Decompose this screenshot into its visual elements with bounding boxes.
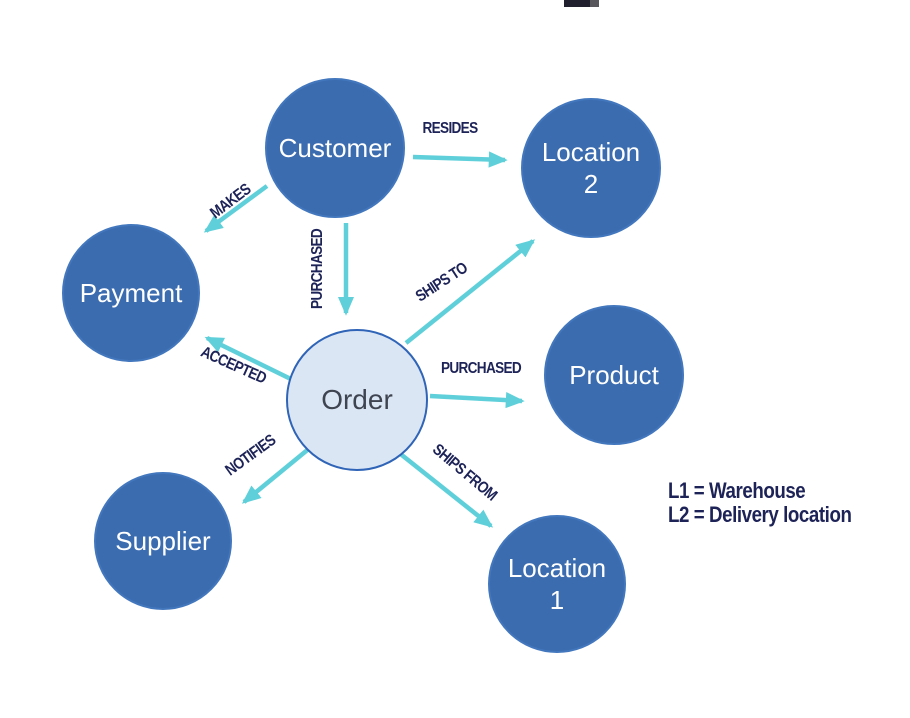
node-location2-label-line1: Location — [541, 137, 641, 167]
node-location2-label-line2: 2 — [583, 169, 599, 199]
node-location1-label-line2: 1 — [549, 585, 565, 615]
edge-customer-payment — [203, 184, 269, 233]
node-payment: Payment — [62, 224, 200, 362]
edge-label-purchased-customer-order: PURCHASED — [309, 228, 326, 310]
node-location2: Location 2 — [521, 98, 661, 238]
edge-order-payment — [204, 335, 300, 386]
legend-line-delivery: L2 = Delivery location — [668, 502, 852, 527]
node-customer: Customer — [265, 78, 405, 218]
node-supplier: Supplier — [94, 472, 232, 610]
node-location1-label-line1: Location — [507, 553, 607, 583]
node-order-label: Order — [321, 384, 393, 415]
node-product-label: Product — [569, 360, 659, 390]
legend-line-warehouse: L1 = Warehouse — [668, 478, 806, 503]
node-supplier-label: Supplier — [115, 526, 211, 556]
node-location1: Location 1 — [488, 515, 626, 653]
edge-order-supplier — [241, 445, 313, 504]
edge-label-resides: RESIDES — [422, 120, 479, 137]
edge-customer-location2 — [412, 151, 508, 168]
edge-order-location2 — [404, 239, 536, 345]
node-payment-label: Payment — [79, 278, 183, 308]
node-order: Order — [286, 329, 428, 471]
legend: L1 = Warehouse L2 = Delivery location — [668, 478, 852, 527]
cropped-title-fragment-cursor — [590, 0, 599, 7]
node-product: Product — [544, 305, 684, 445]
cropped-title-fragment — [564, 0, 590, 7]
edge-label-purchased-order-product: PURCHASED — [440, 360, 522, 377]
edge-order-product — [429, 392, 525, 409]
node-customer-label: Customer — [278, 133, 392, 163]
edge-order-location1 — [396, 450, 494, 528]
